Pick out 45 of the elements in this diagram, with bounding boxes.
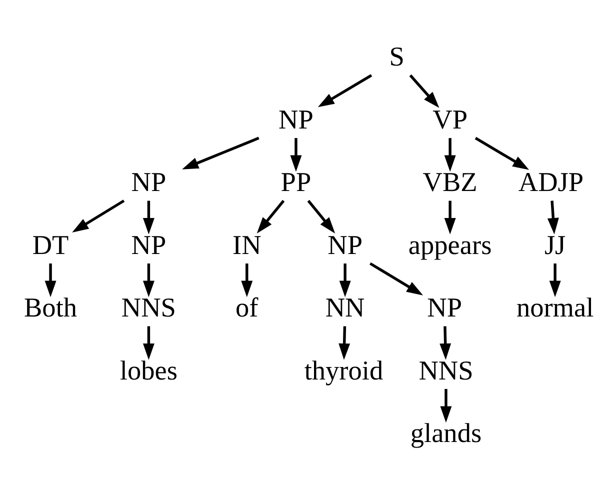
- node-text: VBZ: [422, 167, 478, 198]
- node-text: NP: [131, 167, 166, 198]
- arrow: [339, 264, 351, 298]
- arrow: [256, 200, 285, 234]
- node-text: ADJP: [518, 167, 584, 198]
- node-text: S: [389, 42, 404, 72]
- arrow: [307, 200, 336, 234]
- node-text: PP: [280, 167, 312, 198]
- node-text: JJ: [544, 230, 566, 260]
- node-text: NP: [131, 230, 166, 260]
- arrow: [444, 138, 456, 172]
- node-text: DT: [32, 230, 69, 260]
- node-text: NNS: [418, 355, 474, 386]
- arrow: [547, 200, 559, 234]
- arrow: [440, 388, 452, 423]
- arrow: [318, 74, 372, 108]
- arrow: [290, 138, 302, 172]
- node-text: Both: [24, 292, 78, 323]
- arrow: [440, 326, 452, 360]
- node-text: NP: [427, 292, 462, 323]
- arrow: [338, 326, 350, 360]
- arrow: [44, 264, 56, 298]
- arrow: [182, 136, 260, 170]
- arrow: [409, 74, 440, 108]
- node-text: NNS: [121, 292, 176, 323]
- node-text: IN: [232, 230, 262, 260]
- node-text: NP: [278, 104, 314, 134]
- arrow: [241, 264, 253, 298]
- node-text: thyroid: [304, 355, 384, 386]
- arrow: [142, 200, 154, 234]
- node-text: NP: [328, 230, 362, 260]
- node-text: lobes: [120, 355, 178, 386]
- arrow: [549, 264, 561, 298]
- node-text: NN: [325, 292, 365, 323]
- arrow: [474, 136, 530, 170]
- node-text: appears: [408, 230, 492, 260]
- arrow: [72, 200, 125, 232]
- node-text: normal: [516, 292, 594, 323]
- arrow: [444, 200, 456, 234]
- arrow: [369, 262, 424, 296]
- node-text: VP: [432, 104, 468, 134]
- arrow: [142, 264, 154, 298]
- node-text: glands: [410, 418, 482, 448]
- arrow: [142, 326, 154, 360]
- node-text: of: [236, 292, 258, 323]
